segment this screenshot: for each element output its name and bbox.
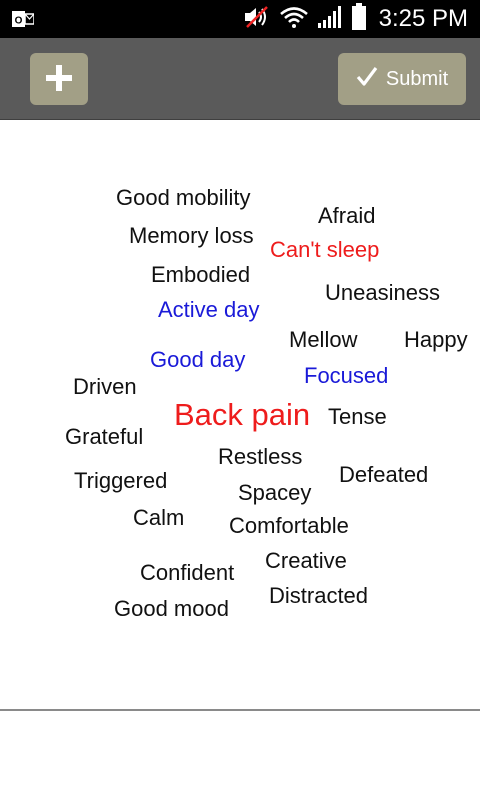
add-button[interactable] <box>30 53 88 105</box>
word-triggered[interactable]: Triggered <box>74 468 168 493</box>
word-uneasiness[interactable]: Uneasiness <box>325 280 440 305</box>
outlook-icon: O <box>12 9 35 29</box>
status-bar: O <box>0 0 480 38</box>
action-bar: Submit <box>0 38 480 120</box>
submit-button[interactable]: Submit <box>338 53 466 105</box>
word-calm[interactable]: Calm <box>133 505 185 530</box>
word-afraid[interactable]: Afraid <box>318 203 376 228</box>
word-confident[interactable]: Confident <box>140 560 235 585</box>
word-cant-sleep[interactable]: Can't sleep <box>270 237 380 262</box>
word-defeated[interactable]: Defeated <box>339 462 429 487</box>
word-distracted[interactable]: Distracted <box>269 583 369 608</box>
word-creative[interactable]: Creative <box>265 548 347 573</box>
wifi-icon <box>279 5 309 34</box>
plus-icon <box>44 63 74 96</box>
word-focused[interactable]: Focused <box>304 363 389 388</box>
word-driven[interactable]: Driven <box>73 374 137 399</box>
word-grateful[interactable]: Grateful <box>65 424 144 449</box>
volume-muted-icon <box>243 5 271 34</box>
word-restless[interactable]: Restless <box>218 444 303 469</box>
battery-icon <box>351 2 367 36</box>
word-good-day[interactable]: Good day <box>150 347 246 372</box>
submit-label: Submit <box>385 67 449 90</box>
word-happy[interactable]: Happy <box>404 327 468 352</box>
word-tense[interactable]: Tense <box>328 404 387 429</box>
svg-text:O: O <box>15 16 23 27</box>
signal-icon <box>317 5 343 34</box>
word-good-mobility[interactable]: Good mobility <box>116 185 251 210</box>
word-active-day[interactable]: Active day <box>158 297 260 322</box>
word-spacey[interactable]: Spacey <box>238 480 312 505</box>
word-embodied[interactable]: Embodied <box>151 262 251 287</box>
word-comfortable[interactable]: Comfortable <box>229 513 349 538</box>
status-time: 3:25 PM <box>378 5 468 32</box>
status-icons: 3:25 PM <box>243 0 468 38</box>
word-good-mood[interactable]: Good mood <box>114 596 229 621</box>
word-mellow[interactable]: Mellow <box>289 327 358 352</box>
mood-word-cloud: Good mobility Afraid Memory loss Can't s… <box>0 121 480 709</box>
word-memory-loss[interactable]: Memory loss <box>129 223 254 248</box>
checkmark-icon <box>356 65 378 93</box>
word-back-pain[interactable]: Back pain <box>174 397 311 432</box>
bottom-divider <box>0 709 480 711</box>
